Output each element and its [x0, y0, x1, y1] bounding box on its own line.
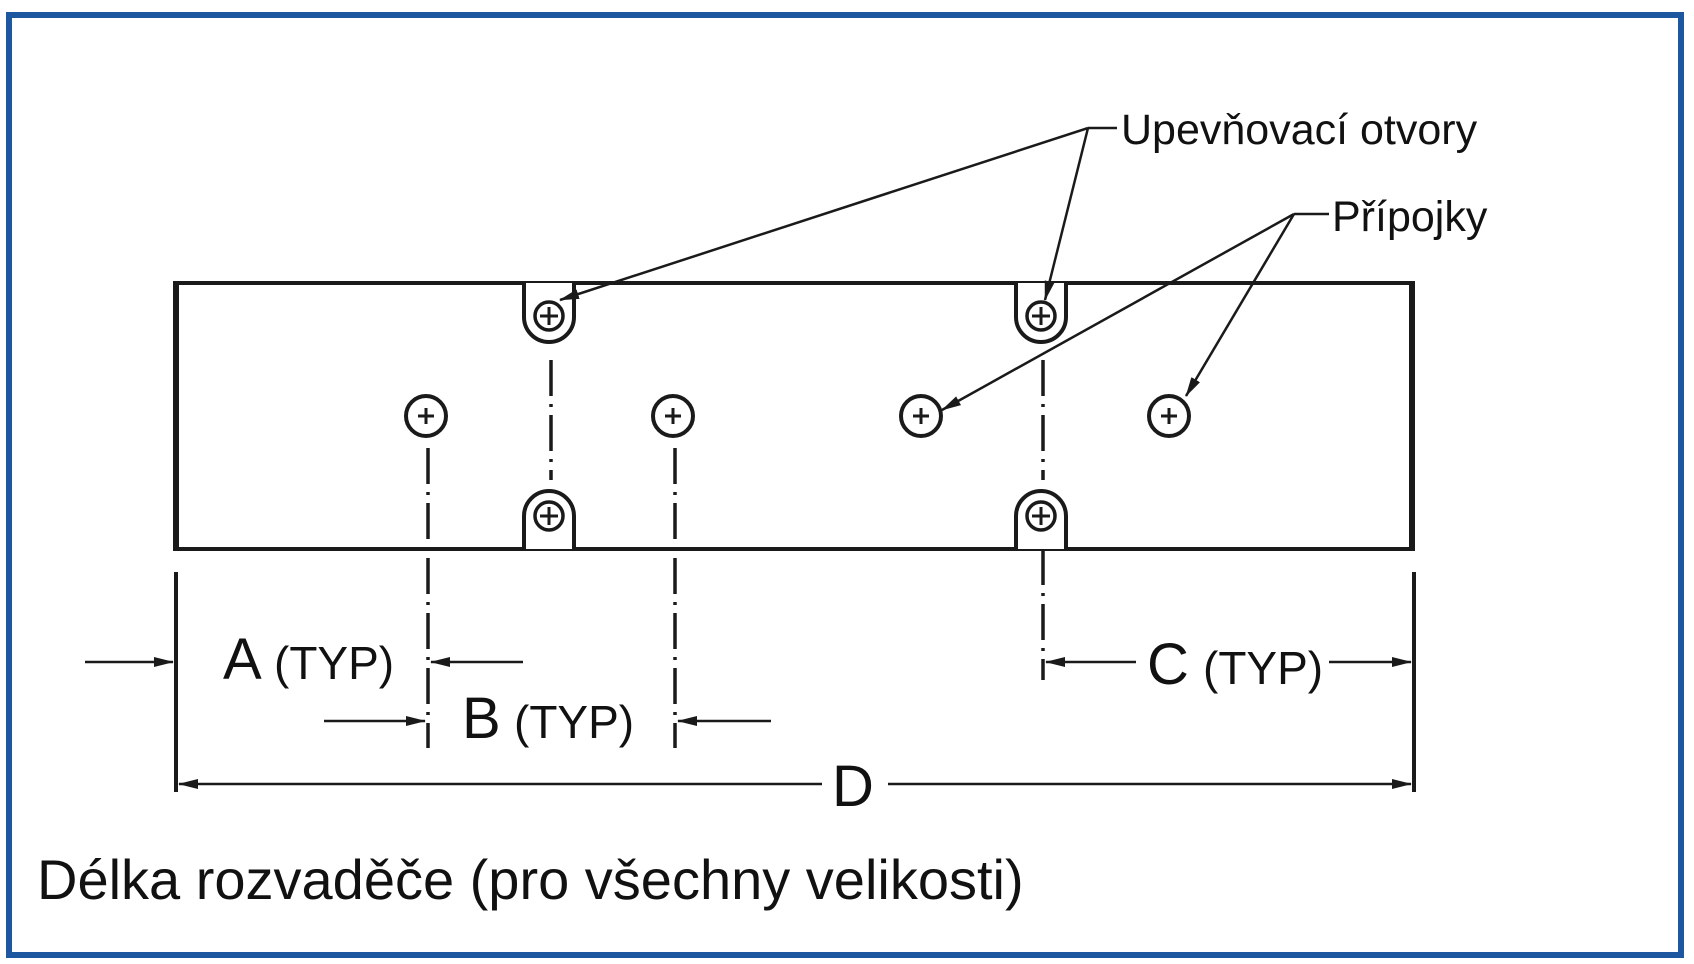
dimension-c-letter: C: [1147, 632, 1189, 697]
mounting-hole-bottom-right: [1014, 489, 1068, 549]
connection-port-1: [404, 394, 448, 438]
diagram-caption: Délka rozvaděče (pro všechny velikosti): [37, 848, 1024, 911]
mounting-hole-top-right: [1014, 283, 1068, 344]
mounting-hole-top-left: [522, 283, 576, 344]
diagram-frame: [6, 12, 1684, 958]
connection-port-4: [1147, 394, 1191, 438]
callout-leader-mounting-holes: [559, 126, 1117, 302]
dimension-c-note: (TYP): [1203, 642, 1323, 694]
manifold-body: [174, 281, 1414, 551]
dimension-a-note: (TYP): [274, 637, 394, 689]
callout-leader-connections: [941, 212, 1329, 412]
mounting-hole-bottom-left: [522, 489, 576, 549]
connection-port-2: [651, 394, 695, 438]
dimension-a-letter: A: [223, 627, 262, 692]
dimension-d-letter: D: [832, 754, 874, 819]
connection-port-3: [899, 394, 943, 438]
callout-label-mounting-holes: Upevňovací otvory: [1121, 106, 1478, 154]
dimension-b-letter: B: [462, 686, 501, 751]
dimension-b-note: (TYP): [514, 696, 634, 748]
callout-label-connections: Přípojky: [1332, 193, 1488, 241]
